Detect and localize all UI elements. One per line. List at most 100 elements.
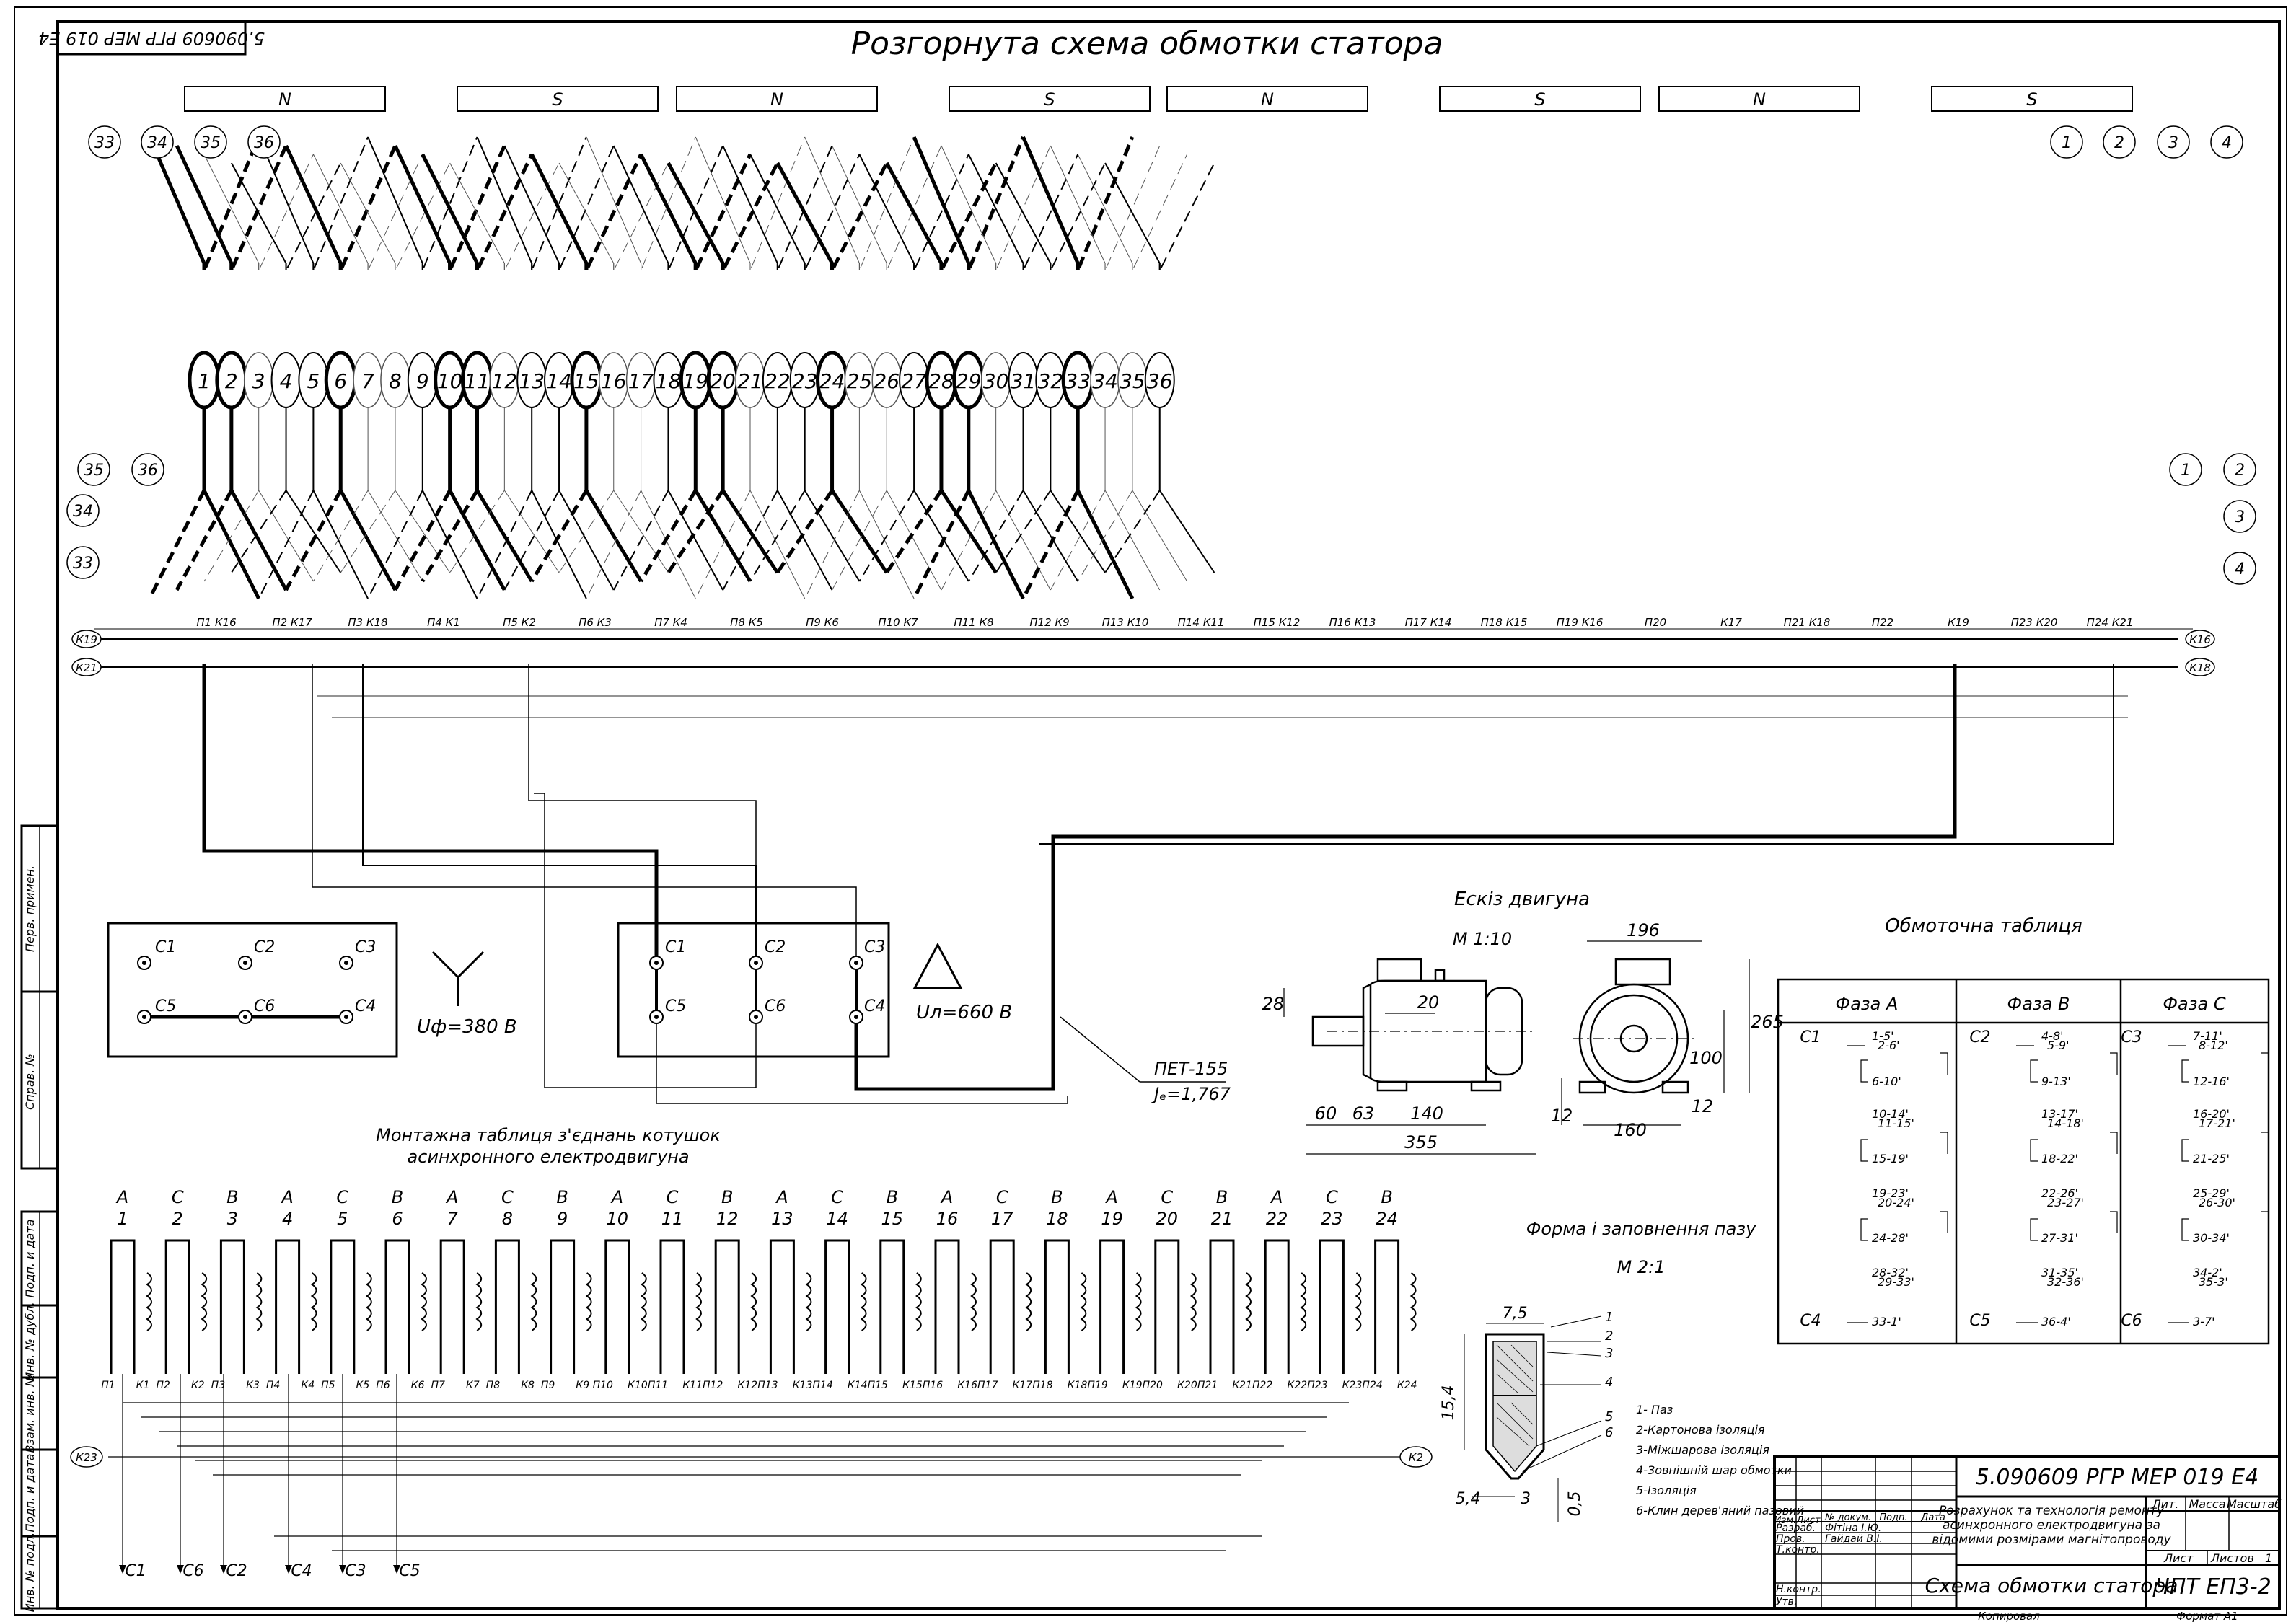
slot-callout-4: 4 [1605, 1375, 1613, 1390]
mount-phase: C [1326, 1187, 1338, 1207]
coil-top-solid [230, 162, 287, 270]
coil-top-dashed [1132, 154, 1188, 271]
coil-top-solid [340, 162, 396, 270]
coil-terminal-label: П11 К8 [954, 616, 993, 629]
mount-coil [989, 1239, 1015, 1374]
coil-bottom-dashed [393, 489, 452, 591]
dim-20: 20 [1417, 992, 1440, 1013]
slot-number: 23 [792, 369, 818, 393]
slot-ref-circle [2169, 453, 2202, 486]
mount-phase: A [1104, 1187, 1117, 1207]
winding-table [1777, 978, 2270, 1345]
winding-col-header: Фаза В [2007, 994, 2070, 1014]
star-top-1: С1 [155, 938, 176, 956]
slot-ref-label: 2 [2114, 134, 2124, 152]
coil-top-solid [1050, 145, 1106, 270]
mount-number: 6 [392, 1209, 403, 1229]
coil-top-dashed [1022, 154, 1079, 271]
pole-label: S [2026, 89, 2037, 110]
coil-terminal-label: П17 К14 [1405, 616, 1452, 629]
coil-top-solid [1077, 154, 1133, 270]
coil-top-dashed [258, 154, 314, 271]
wire-note-2: Jₑ=1,767 [1151, 1084, 1231, 1104]
delta-top-1: С1 [665, 938, 686, 956]
mount-output-label: С1 [125, 1562, 146, 1580]
slot-ref-label: 35 [201, 134, 221, 152]
winding-entry: 4-8' [2041, 1029, 2064, 1043]
coil-terminal-label: П14 К11 [1178, 616, 1225, 629]
winding-bracket [2181, 1059, 2189, 1083]
mount-phase: B [887, 1187, 898, 1207]
mount-number: 8 [502, 1209, 513, 1229]
bus-tag [71, 630, 102, 648]
tb-name-1: Гайдай В.І. [1825, 1533, 1883, 1545]
winding-bracket [2261, 1052, 2269, 1075]
pole-label: S [1044, 89, 1055, 110]
mount-terminal: П17 [977, 1380, 998, 1391]
mount-inductor [530, 1272, 537, 1331]
mount-coil [714, 1239, 740, 1374]
tb-role-1: Пров. [1776, 1533, 1805, 1545]
mount-terminal: К2 [191, 1380, 205, 1391]
mount-title-1: Монтажна таблиця з'єднань котушок [376, 1125, 721, 1145]
mount-inductor [860, 1272, 867, 1331]
mount-terminal: П13 [757, 1380, 778, 1391]
mount-coil [330, 1239, 356, 1374]
mount-number: 24 [1376, 1209, 1398, 1229]
coil-top-solid [586, 136, 642, 270]
rotated-code: 5.090609 РГР МЕР 019 Е4 [38, 28, 265, 48]
slot-number: 4 [280, 369, 293, 393]
slot-number: 35 [1120, 369, 1145, 393]
mount-output-arrow [285, 1565, 292, 1574]
coil-top-dashed [613, 162, 669, 271]
mount-tag-left-label: К23 [76, 1451, 97, 1464]
coil-top-solid [148, 136, 206, 270]
coil-terminal-label: П18 К15 [1481, 616, 1528, 629]
mount-inductor [970, 1272, 977, 1331]
tb-lit: Лит. [2152, 1497, 2179, 1511]
bus-tag [2185, 630, 2215, 648]
winding-entry: 19-23' [1872, 1186, 1909, 1200]
coil-terminal-label: П5 К2 [503, 616, 536, 629]
mount-phase: C [172, 1187, 184, 1207]
motor-side-view [1311, 958, 1536, 1092]
side-6: Подп. и дата [23, 1454, 37, 1533]
mount-inductor [750, 1272, 757, 1331]
delta-top-3: С3 [864, 938, 885, 956]
tb-scale: Масштаб [2227, 1497, 2282, 1511]
mount-coil [1319, 1239, 1345, 1374]
coil-terminal-label: П3 К18 [348, 616, 387, 629]
slot-ref-label: 36 [254, 134, 274, 152]
coil-top-solid [503, 145, 560, 270]
pole-label: N [770, 89, 783, 110]
mount-inductor [640, 1272, 647, 1331]
slot-number: 34 [1092, 369, 1118, 393]
winding-entry: 24-28' [1872, 1231, 1909, 1245]
coil-bottom-dashed [367, 490, 423, 599]
slot-ref-circle [2223, 453, 2256, 486]
winding-entry: 34-2' [2193, 1266, 2222, 1279]
coil-top-solid [804, 136, 860, 270]
mount-coil [164, 1239, 190, 1374]
slot-ref-circle [141, 125, 174, 159]
coil-top-solid [667, 162, 725, 270]
coil-bottom-dashed [695, 490, 751, 599]
tb-role-0: Разраб. [1776, 1522, 1816, 1534]
slot-number: 3 [252, 369, 265, 393]
slot-ref-circle [77, 453, 110, 486]
mount-coil [1099, 1239, 1125, 1374]
mount-coil [494, 1239, 520, 1374]
mount-title-2: асинхронного електродвигуна [407, 1147, 689, 1167]
slot-callout-3: 3 [1605, 1346, 1613, 1361]
mount-terminal: К10 [628, 1380, 648, 1391]
mount-number: 17 [991, 1209, 1013, 1229]
mount-number: 16 [936, 1209, 959, 1229]
mount-output-arrow [339, 1565, 346, 1574]
mount-terminal: К18 [1068, 1380, 1088, 1391]
coil-top-solid [284, 144, 343, 270]
mount-coil [659, 1239, 685, 1374]
mount-phase: A [445, 1187, 458, 1207]
winding-bracket [1860, 1059, 1868, 1083]
coil-top-dashed [693, 153, 752, 272]
mount-phase: A [280, 1187, 293, 1207]
